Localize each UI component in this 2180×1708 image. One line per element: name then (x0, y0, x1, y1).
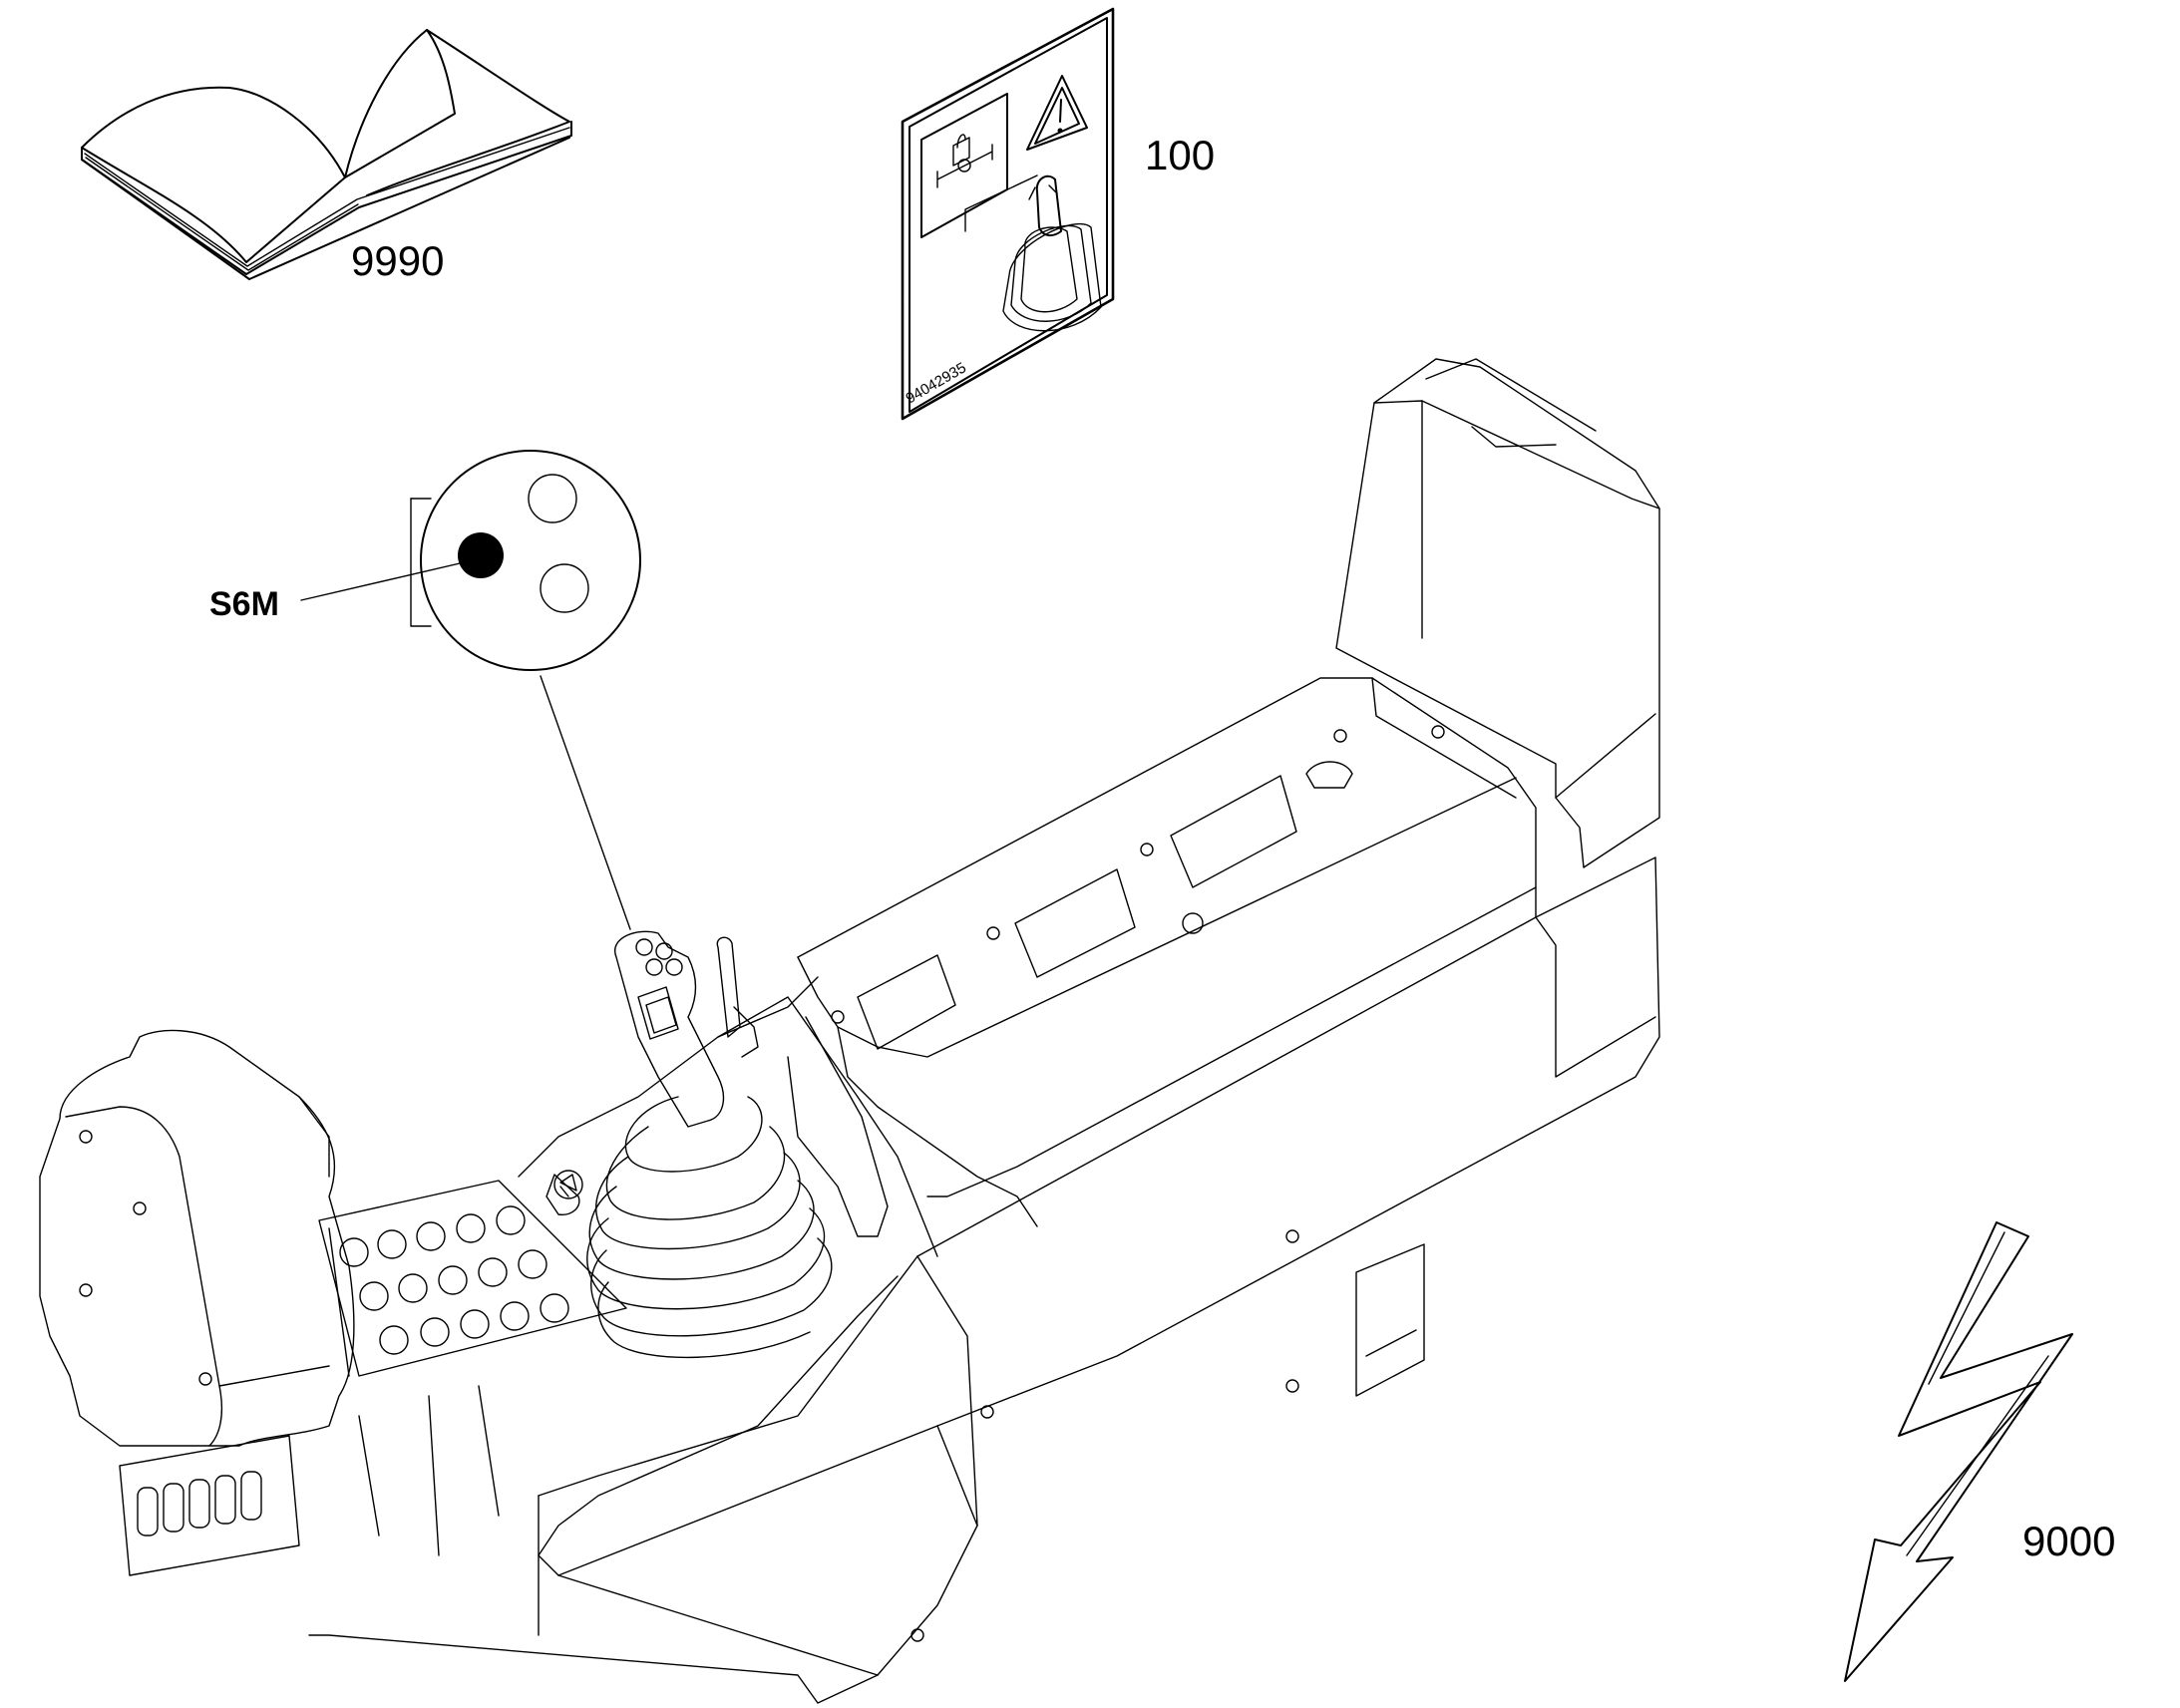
electrical-callout: 9000 (2022, 1518, 2115, 1564)
rocker-switches (137, 1471, 262, 1537)
warning-decal-icon (901, 7, 1115, 421)
control-console-illustration (39, 358, 1660, 1704)
decal-callout: 100 (1145, 132, 1215, 178)
lightning-bolt-icon (1844, 1221, 2073, 1682)
keypad-buttons (339, 1205, 569, 1355)
operator-manual-icon (81, 29, 572, 280)
manual-callout: 9990 (351, 237, 444, 284)
switch-detail-circle (300, 450, 641, 930)
joystick-illustration (553, 930, 889, 1359)
switch-callout: S6M (209, 585, 279, 623)
